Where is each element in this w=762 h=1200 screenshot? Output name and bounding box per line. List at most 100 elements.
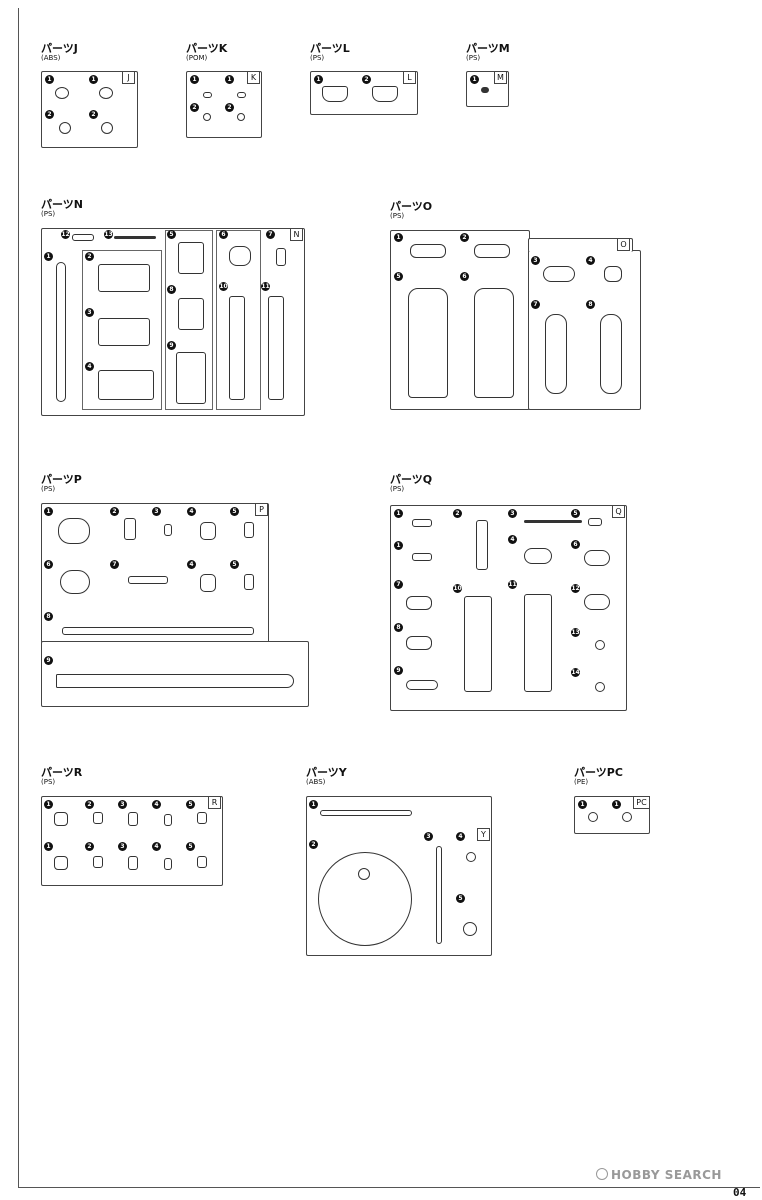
part-number: 3 xyxy=(424,832,433,841)
group-title: パーツPC xyxy=(574,766,623,779)
sprue-tag: M xyxy=(494,71,507,84)
part-number: 2 xyxy=(110,507,119,516)
sprue-frame xyxy=(41,796,223,886)
sprue-frame xyxy=(528,238,633,252)
part-shape xyxy=(476,520,488,570)
part-shape xyxy=(98,264,150,292)
part-shape xyxy=(164,814,172,826)
group-title: パーツY xyxy=(306,766,347,779)
part-shape xyxy=(584,594,610,610)
sprue-frame xyxy=(41,71,138,148)
part-number: 8 xyxy=(44,612,53,621)
group-title: パーツQ xyxy=(390,473,433,486)
group-material: (ABS) xyxy=(306,778,326,786)
sprue-tag: Q xyxy=(612,505,625,518)
part-number: 5 xyxy=(571,509,580,518)
stand-pole-part xyxy=(436,846,442,944)
part-number: 1 xyxy=(44,842,53,851)
part-number: 2 xyxy=(453,509,462,518)
part-number: 14 xyxy=(571,668,580,677)
part-shape xyxy=(412,553,432,561)
part-number: 2 xyxy=(89,110,98,119)
part-shape xyxy=(408,288,448,398)
part-shape xyxy=(197,856,207,868)
group-material: (POM) xyxy=(186,54,208,62)
part-number: 1 xyxy=(309,800,318,809)
part-shape xyxy=(322,86,348,102)
group-title: パーツO xyxy=(390,200,433,213)
part-number: 1 xyxy=(314,75,323,84)
part-number: 7 xyxy=(531,300,540,309)
part-shape xyxy=(164,858,172,870)
sprue-cell xyxy=(82,250,162,410)
sprue-cell xyxy=(165,230,213,410)
part-number: 11 xyxy=(508,580,517,589)
group-material: (PS) xyxy=(310,54,325,62)
group-material: (PS) xyxy=(41,485,56,493)
stand-arm-part xyxy=(320,810,412,816)
part-number: 1 xyxy=(470,75,479,84)
part-shape xyxy=(200,522,216,540)
group-title: パーツR xyxy=(41,766,83,779)
part-shape xyxy=(268,296,284,400)
part-shape xyxy=(406,596,432,610)
part-shape xyxy=(464,596,492,692)
part-number: 8 xyxy=(167,285,176,294)
part-shape xyxy=(372,86,398,102)
group-title: パーツK xyxy=(186,42,228,55)
part-shape xyxy=(98,318,150,346)
part-shape xyxy=(237,113,245,121)
part-number: 8 xyxy=(586,300,595,309)
part-number: 12 xyxy=(61,230,70,239)
part-number: 3 xyxy=(508,509,517,518)
part-number: 8 xyxy=(394,623,403,632)
part-shape xyxy=(463,922,477,936)
part-number: 6 xyxy=(44,560,53,569)
part-number: 6 xyxy=(460,272,469,281)
part-shape xyxy=(99,87,113,99)
watermark: HOBBY SEARCH xyxy=(596,1168,722,1182)
part-shape xyxy=(128,576,168,584)
sprue-tag: K xyxy=(247,71,260,84)
part-shape xyxy=(545,314,567,394)
group-material: (PS) xyxy=(390,485,405,493)
part-number: 2 xyxy=(460,233,469,242)
part-number: 2 xyxy=(85,252,94,261)
part-number: 5 xyxy=(394,272,403,281)
display-base-part xyxy=(318,852,412,946)
part-number: 1 xyxy=(612,800,621,809)
group-material: (ABS) xyxy=(41,54,61,62)
sword-part xyxy=(56,674,294,688)
part-shape xyxy=(412,519,432,527)
part-number: 3 xyxy=(152,507,161,516)
part-number: 1 xyxy=(225,75,234,84)
part-shape xyxy=(474,288,514,398)
part-shape xyxy=(524,594,552,692)
group-material: (PS) xyxy=(41,210,56,218)
part-number: 4 xyxy=(187,507,196,516)
part-number: 2 xyxy=(362,75,371,84)
part-number: 7 xyxy=(394,580,403,589)
part-shape xyxy=(55,87,69,99)
part-shape xyxy=(622,812,632,822)
part-number: 1 xyxy=(394,509,403,518)
part-shape xyxy=(128,856,138,870)
part-number: 4 xyxy=(586,256,595,265)
part-shape xyxy=(358,868,370,880)
part-number: 5 xyxy=(230,560,239,569)
part-shape xyxy=(588,812,598,822)
part-number: 5 xyxy=(167,230,176,239)
part-number: 6 xyxy=(219,230,228,239)
part-number: 9 xyxy=(394,666,403,675)
part-shape xyxy=(229,246,251,266)
part-shape xyxy=(203,113,211,121)
group-title: パーツM xyxy=(466,42,510,55)
part-shape xyxy=(59,122,71,134)
part-number: 4 xyxy=(508,535,517,544)
watermark-logo-icon xyxy=(596,1168,608,1180)
part-shape xyxy=(114,236,156,239)
part-number: 1 xyxy=(89,75,98,84)
part-number: 13 xyxy=(104,230,113,239)
part-shape xyxy=(178,242,204,274)
part-number: 2 xyxy=(225,103,234,112)
